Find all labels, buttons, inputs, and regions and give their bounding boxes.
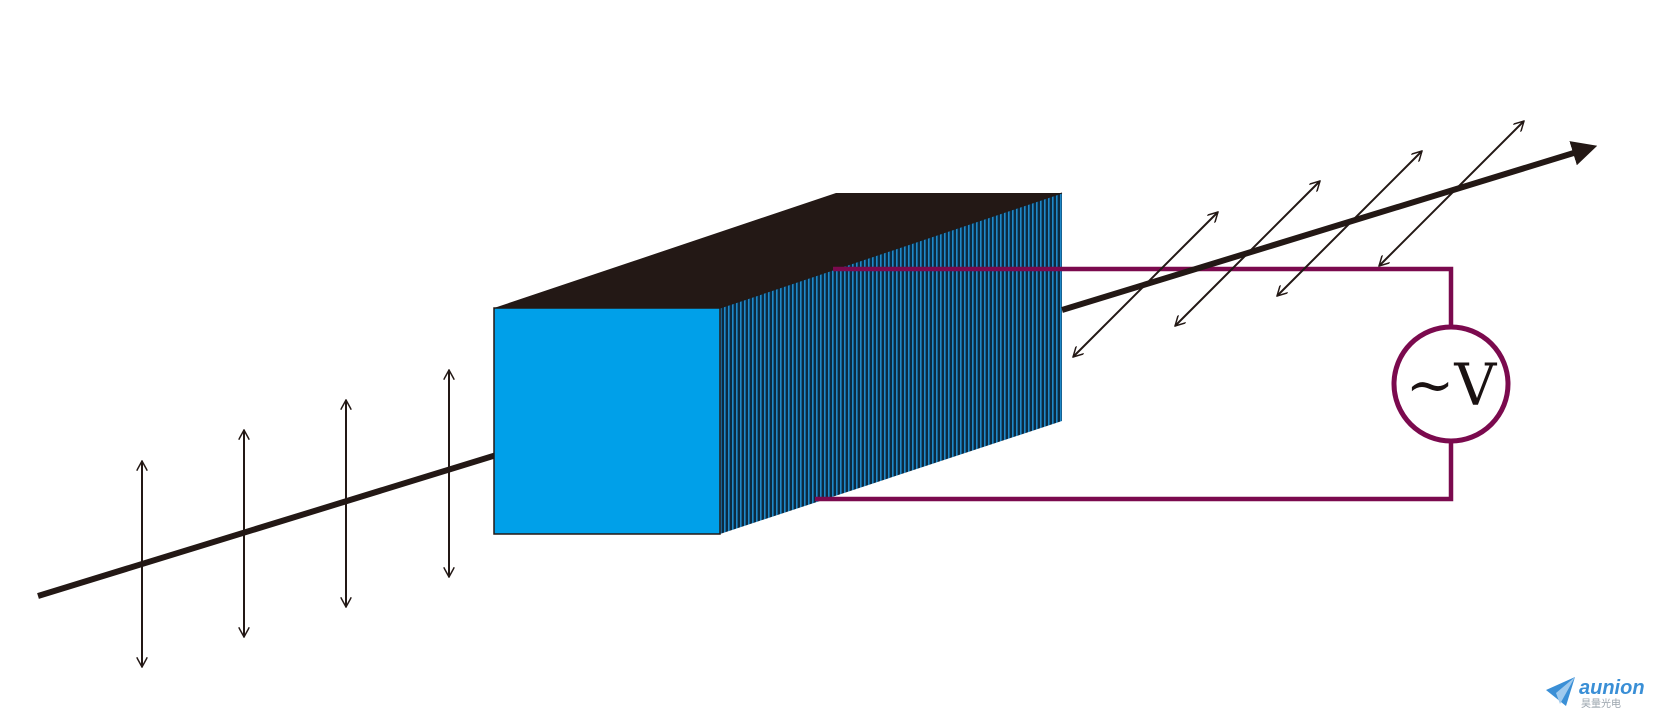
- output-polarization-arrow: [1277, 151, 1422, 296]
- crystal-front-face: [493, 307, 721, 535]
- output-polarization-arrow: [1379, 121, 1524, 266]
- crystal-block: [493, 192, 1063, 535]
- top-wire: [833, 266, 1454, 325]
- output-polarization-arrow: [1073, 212, 1218, 357]
- output-polarization-arrow: [1175, 181, 1320, 326]
- input-polarization-arrows: [142, 370, 449, 667]
- output-polarization-arrows: [1073, 121, 1524, 357]
- voltage-source-circle: [1391, 324, 1511, 444]
- crystal-side-face: [720, 193, 1062, 534]
- output-beam: [1061, 141, 1598, 313]
- paper-plane-icon: [1546, 677, 1575, 706]
- voltage-source-label: ~V: [1406, 351, 1498, 419]
- crystal-top-face: [494, 193, 1062, 308]
- circuit-wires: [815, 266, 1454, 502]
- logo-subtitle: 昊量光电: [1581, 697, 1621, 710]
- aunion-logo: aunion 昊量光电: [1546, 677, 1645, 710]
- bottom-wire: [815, 443, 1454, 502]
- logo-wordmark: aunion: [1579, 677, 1645, 699]
- voltage-source: ~V: [1391, 324, 1511, 444]
